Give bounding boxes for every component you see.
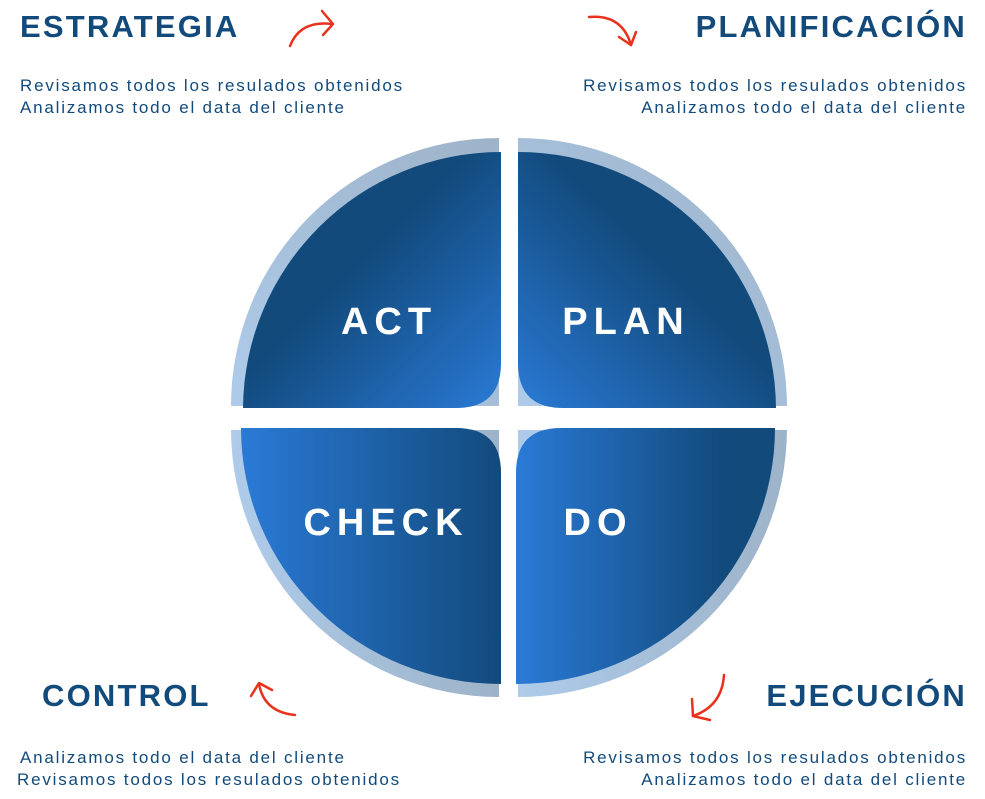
strategy-line-1: Revisamos todos los resulados obtenidos — [20, 76, 404, 95]
do-label: DO — [564, 502, 633, 544]
execution-line-1: Revisamos todos los resulados obtenidos — [583, 748, 967, 767]
control-line-2: Revisamos todos los resulados obtenidos — [17, 770, 401, 789]
strategy-line-2: Analizamos todo el data del cliente — [20, 98, 346, 117]
do-quadrant — [516, 428, 775, 684]
planning-line-1: Revisamos todos los resulados obtenidos — [583, 76, 967, 95]
control-line-1: Analizamos todo el data del cliente — [20, 748, 346, 767]
plan-label: PLAN — [562, 301, 689, 343]
curved-arrow-icon — [249, 681, 297, 717]
execution-title: EJECUCIÓN — [766, 678, 967, 713]
act-label: ACT — [341, 301, 437, 343]
planning-title: PLANIFICACIÓN — [695, 9, 967, 44]
curved-arrow-icon — [288, 9, 335, 48]
check-quadrant — [241, 428, 501, 684]
planning-line-2: Analizamos todo el data del cliente — [641, 98, 967, 117]
control-title: CONTROL — [42, 678, 211, 713]
execution-line-2: Analizamos todo el data del cliente — [641, 770, 967, 789]
strategy-title: ESTRATEGIA — [20, 9, 240, 44]
curved-arrow-icon — [690, 673, 726, 722]
check-label: CHECK — [303, 502, 468, 544]
curved-arrow-icon — [587, 15, 638, 47]
act-quadrant — [243, 152, 501, 408]
plan-quadrant — [518, 151, 776, 408]
